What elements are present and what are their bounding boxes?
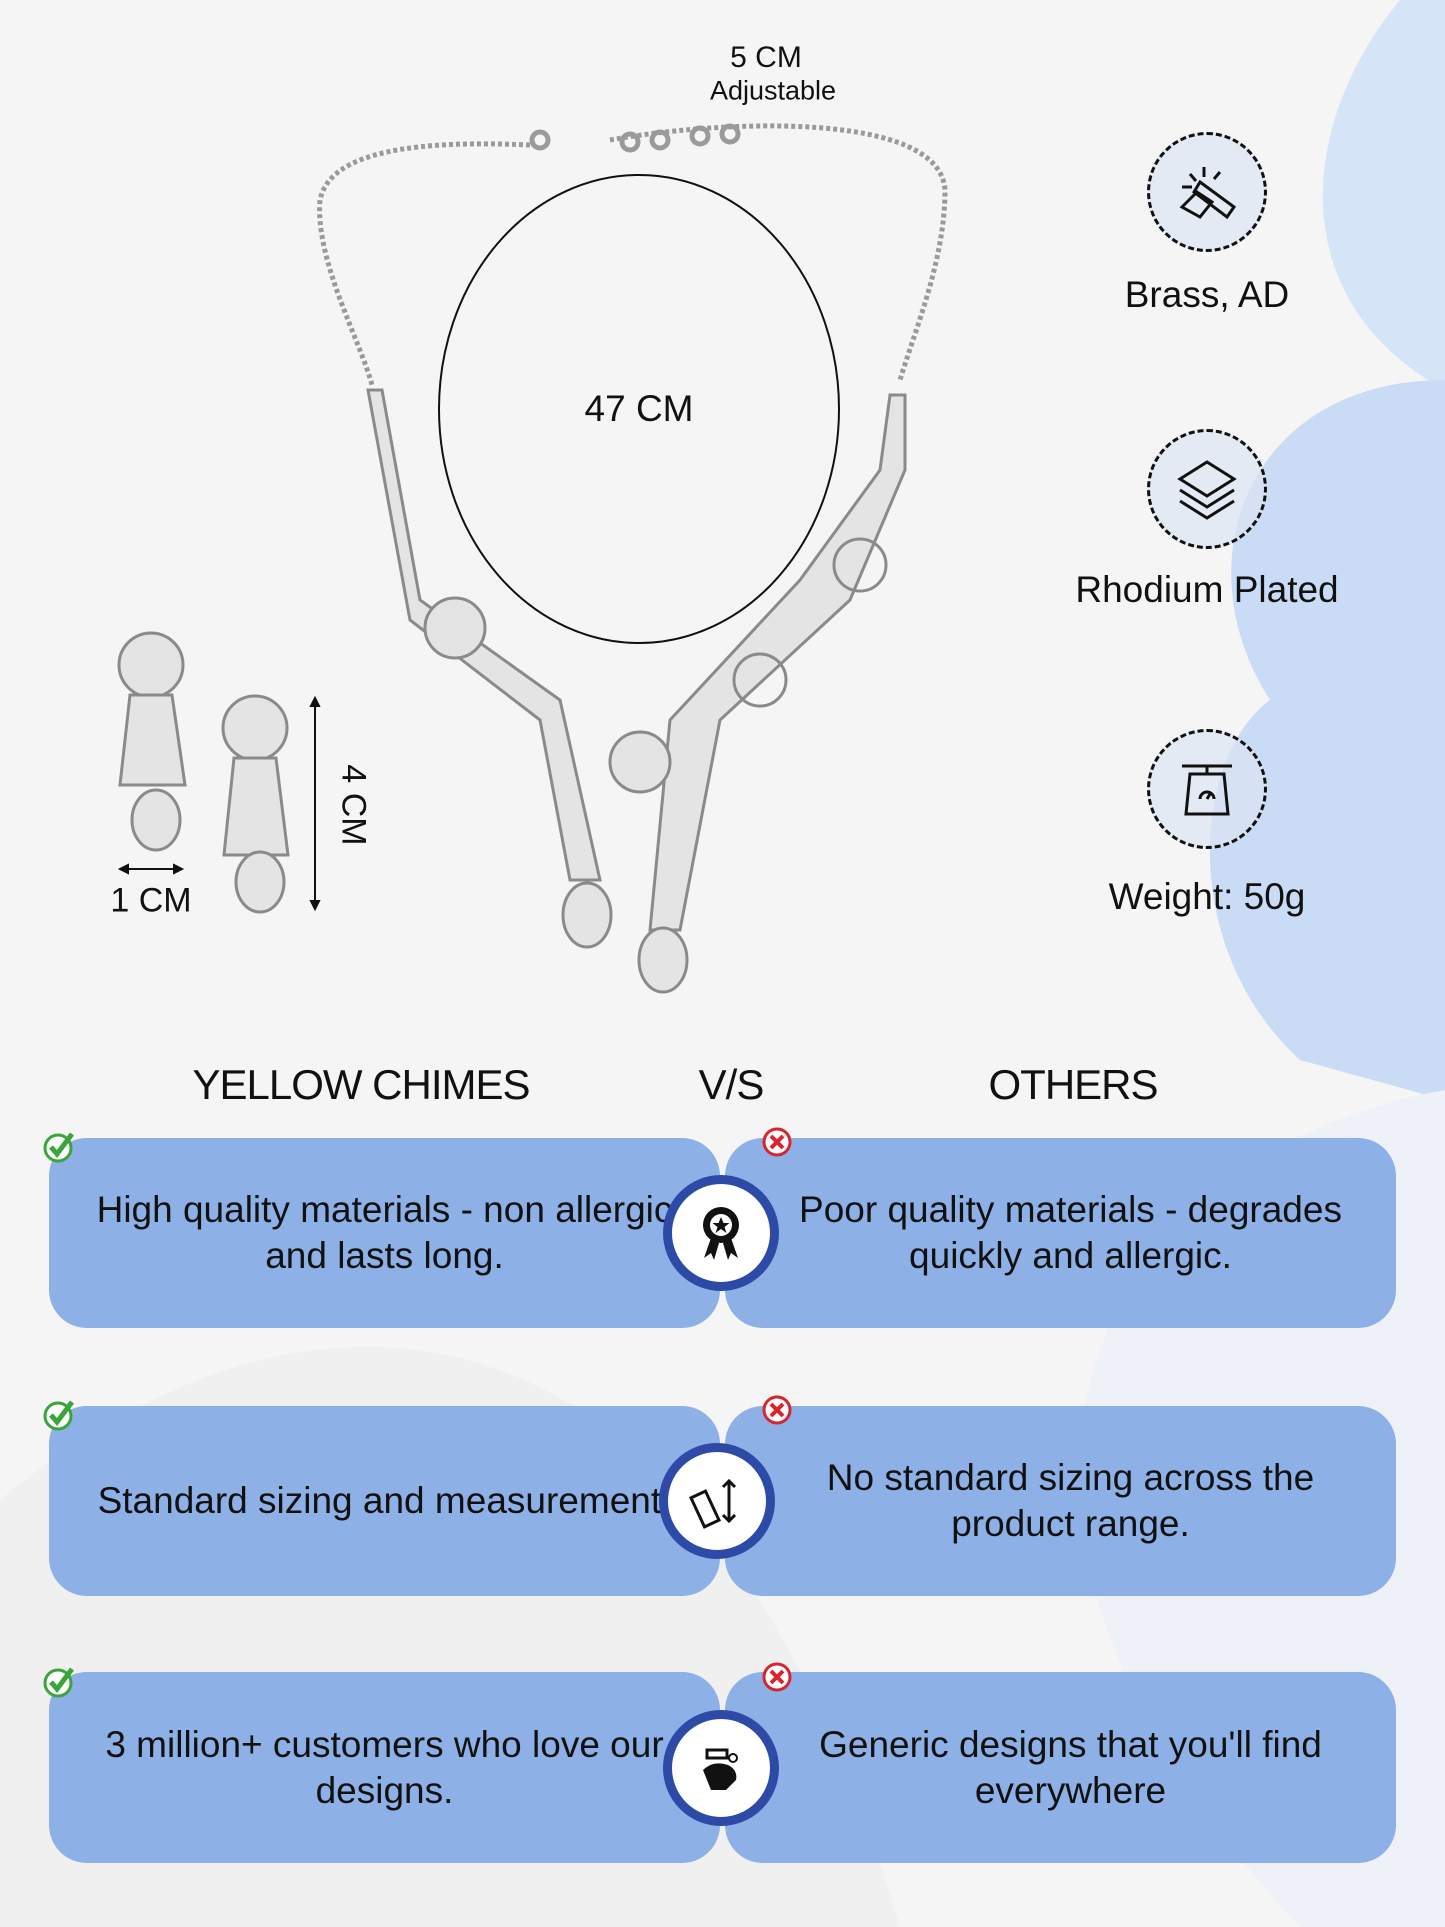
ruler-icon — [659, 1443, 775, 1559]
necklace-length-ellipse — [438, 174, 840, 644]
feature-plating-label: Rhodium Plated — [1075, 569, 1339, 610]
cross-icon — [762, 1662, 792, 1692]
others-text: No standard sizing across the product ra… — [826, 1457, 1315, 1544]
check-icon — [43, 1400, 74, 1431]
heading-yellow-chimes: YELLOW CHIMES — [192, 1061, 530, 1108]
check-icon — [43, 1132, 74, 1163]
jewelry-hand-icon — [663, 1710, 779, 1826]
feature-weight-label: Weight: 50g — [1108, 876, 1306, 917]
heading-vs: V/S — [698, 1061, 765, 1108]
weighing-scale-icon — [1147, 729, 1267, 849]
ours-row-3: 3 million+ customers who love our design… — [49, 1672, 720, 1863]
cross-icon — [762, 1395, 792, 1425]
ours-text: High quality materials - non allergic an… — [96, 1189, 673, 1276]
metal-bars-icon — [1147, 132, 1267, 252]
earring-length-label: 4 CM — [334, 764, 373, 846]
others-row-1: Poor quality materials - degrades quickl… — [725, 1138, 1396, 1328]
heading-others: OTHERS — [988, 1061, 1158, 1108]
necklace-illustration — [117, 123, 948, 994]
feature-material-label: Brass, AD — [1124, 274, 1290, 315]
others-row-2: No standard sizing across the product ra… — [725, 1406, 1396, 1596]
ours-row-2: Standard sizing and measurement. — [49, 1406, 720, 1596]
others-text: Poor quality materials - degrades quickl… — [799, 1189, 1342, 1276]
layers-icon — [1147, 429, 1267, 549]
others-text: Generic designs that you'll find everywh… — [819, 1723, 1322, 1811]
ours-text: 3 million+ customers who love our design… — [105, 1723, 664, 1811]
others-row-3: Generic designs that you'll find everywh… — [725, 1672, 1396, 1863]
necklace-length-label: 47 CM — [584, 388, 694, 429]
clasp-note-label: Adjustable — [709, 75, 837, 106]
check-icon — [43, 1667, 74, 1698]
ours-text: Standard sizing and measurement. — [97, 1480, 672, 1521]
ours-row-1: High quality materials - non allergic an… — [49, 1138, 720, 1328]
clasp-extension-label: 5 CM — [730, 41, 802, 74]
earring-width-label: 1 CM — [110, 881, 192, 920]
award-badge-icon — [663, 1175, 779, 1291]
cross-icon — [762, 1127, 792, 1157]
